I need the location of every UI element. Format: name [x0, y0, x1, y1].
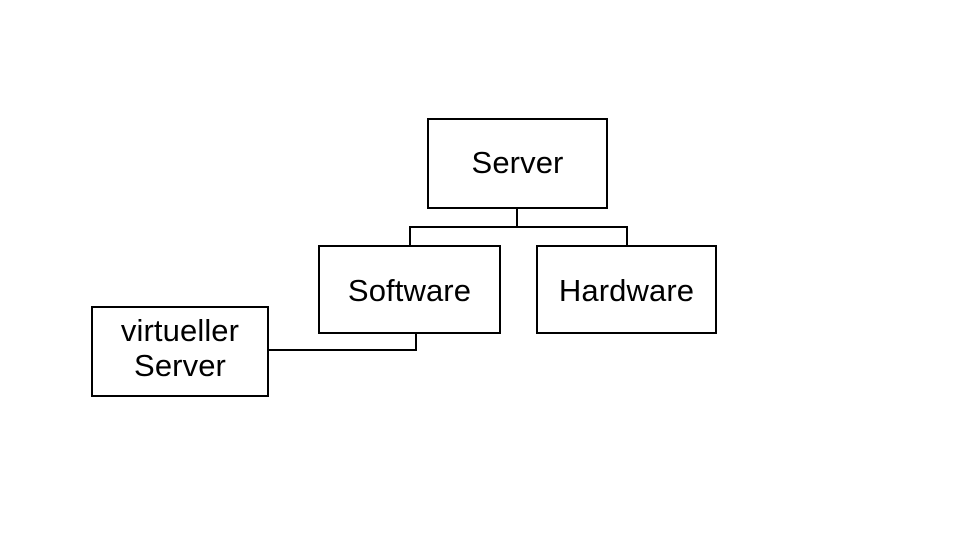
connector-virtueller-server-horizontal	[267, 349, 417, 351]
node-server[interactable]: Server	[427, 118, 608, 209]
connector-virtueller-server-vertical	[415, 332, 417, 351]
connector-server-to-software	[409, 226, 411, 247]
connector-server-stem	[516, 207, 518, 228]
node-virtueller-server[interactable]: virtueller Server	[91, 306, 269, 397]
node-hardware[interactable]: Hardware	[536, 245, 717, 334]
node-software[interactable]: Software	[318, 245, 501, 334]
connector-distribution-bar	[409, 226, 628, 228]
connector-server-to-hardware	[626, 226, 628, 247]
